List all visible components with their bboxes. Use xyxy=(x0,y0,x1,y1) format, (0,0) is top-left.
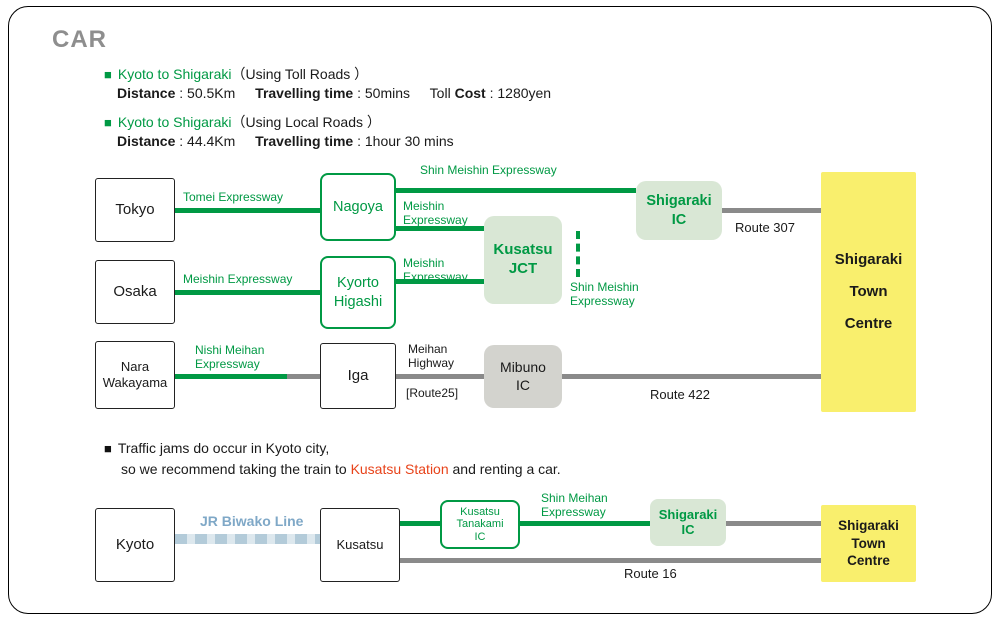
meishin-expressway-line-nagoya xyxy=(396,226,484,231)
node-nara-wakayama: Nara Wakayama xyxy=(95,341,175,409)
shin-meishin-dashed-line xyxy=(576,231,580,277)
route-422-label: Route 422 xyxy=(650,387,710,402)
node-shigaraki-town-centre: Shigaraki Town Centre xyxy=(821,172,916,412)
node-shigaraki-town-centre-south: Shigaraki Town Centre xyxy=(821,505,916,582)
node-shigaraki-ic-south: Shigaraki IC xyxy=(650,499,726,546)
stat-travel-time: Travelling time : 1hour 30 mins xyxy=(255,133,454,149)
meishin-expressway-line-kyorto xyxy=(396,279,484,284)
meishin-expressway-label-osaka: Meishin Expressway xyxy=(183,272,293,286)
traffic-note-line2: so we recommend taking the train to Kusa… xyxy=(121,461,561,477)
page-title: CAR xyxy=(52,26,107,53)
meishin-expressway-line-osaka xyxy=(175,290,320,295)
jr-biwako-line-label: JR Biwako Line xyxy=(200,513,304,529)
info-route-label: Kyoto to Shigaraki xyxy=(117,66,232,82)
nishi-meihan-expressway-line xyxy=(175,374,287,379)
green-square-icon: ■ xyxy=(104,67,112,82)
kusatsu-to-tanakami-line xyxy=(400,521,440,526)
meihan-highway-label: Meihan Highway xyxy=(408,342,455,370)
shin-meihan-expressway-line xyxy=(520,521,650,526)
nishi-meihan-expressway-label: Nishi Meihan Expressway xyxy=(195,343,265,371)
route-16-line xyxy=(400,558,821,563)
route-422-line xyxy=(562,374,821,379)
kusatsu-station-highlight: Kusatsu Station xyxy=(350,461,449,477)
meishin-expressway-label-kyorto: Meishin Expressway xyxy=(403,256,468,284)
meihan-highway-line xyxy=(396,374,484,379)
node-kusatsu: Kusatsu xyxy=(320,508,400,582)
info-detail-local: Distance : 44.4Km Travelling time : 1hou… xyxy=(117,133,470,149)
traffic-note-line1: ■Traffic jams do occur in Kyoto city, xyxy=(104,440,330,456)
shigaraki-ic-to-town-line xyxy=(726,521,821,526)
node-shigaraki-ic: Shigaraki IC xyxy=(636,181,722,240)
info-route-label: Kyoto to Shigaraki xyxy=(117,114,232,130)
node-kusatsu-tanakami-ic: Kusatsu Tanakami IC xyxy=(440,500,520,549)
node-nagoya: Nagoya xyxy=(320,173,396,241)
black-square-icon: ■ xyxy=(104,441,112,456)
jr-biwako-line xyxy=(175,534,320,544)
route25-label: [Route25] xyxy=(406,386,459,400)
node-iga: Iga xyxy=(320,343,396,409)
shin-meihan-expressway-label: Shin Meihan Expressway xyxy=(541,491,608,519)
node-kyorto-higashi: Kyorto Higashi xyxy=(320,256,396,329)
stat-travel-time: Travelling time : 50mins xyxy=(255,85,411,101)
shin-meishin-expressway-label: Shin Meishin Expressway xyxy=(420,163,557,177)
node-mibuno-ic: Mibuno IC xyxy=(484,345,562,408)
info-route-type: （Using Toll Roads ） xyxy=(231,66,369,82)
route-16-label: Route 16 xyxy=(624,566,677,581)
node-kyoto: Kyoto xyxy=(95,508,175,582)
route-307-label: Route 307 xyxy=(735,220,795,235)
tomei-expressway-line xyxy=(175,208,320,213)
stat-toll-cost: Toll Cost : 1280yen xyxy=(429,85,552,101)
shin-meishin-dashed-label: Shin Meishin Expressway xyxy=(570,280,639,308)
meishin-expressway-label-nagoya: Meishin Expressway xyxy=(403,199,468,227)
node-osaka: Osaka xyxy=(95,260,175,324)
info-detail-toll: Distance : 50.5Km Travelling time : 50mi… xyxy=(117,85,567,101)
stat-distance: Distance : 50.5Km xyxy=(117,85,236,101)
info-heading-toll: ■ Kyoto to Shigaraki（Using Toll Roads ） xyxy=(104,64,368,84)
info-route-type: （Using Local Roads ） xyxy=(231,114,381,130)
stat-distance: Distance : 44.4Km xyxy=(117,133,236,149)
node-kusatsu-jct: Kusatsu JCT xyxy=(484,216,562,304)
green-square-icon: ■ xyxy=(104,115,112,130)
route-307-line xyxy=(722,208,821,213)
shin-meishin-expressway-line xyxy=(396,188,636,193)
info-heading-local: ■ Kyoto to Shigaraki（Using Local Roads ） xyxy=(104,112,381,132)
node-tokyo: Tokyo xyxy=(95,178,175,242)
meihan-gray-segment-line xyxy=(287,374,320,379)
tomei-expressway-label: Tomei Expressway xyxy=(183,190,284,204)
